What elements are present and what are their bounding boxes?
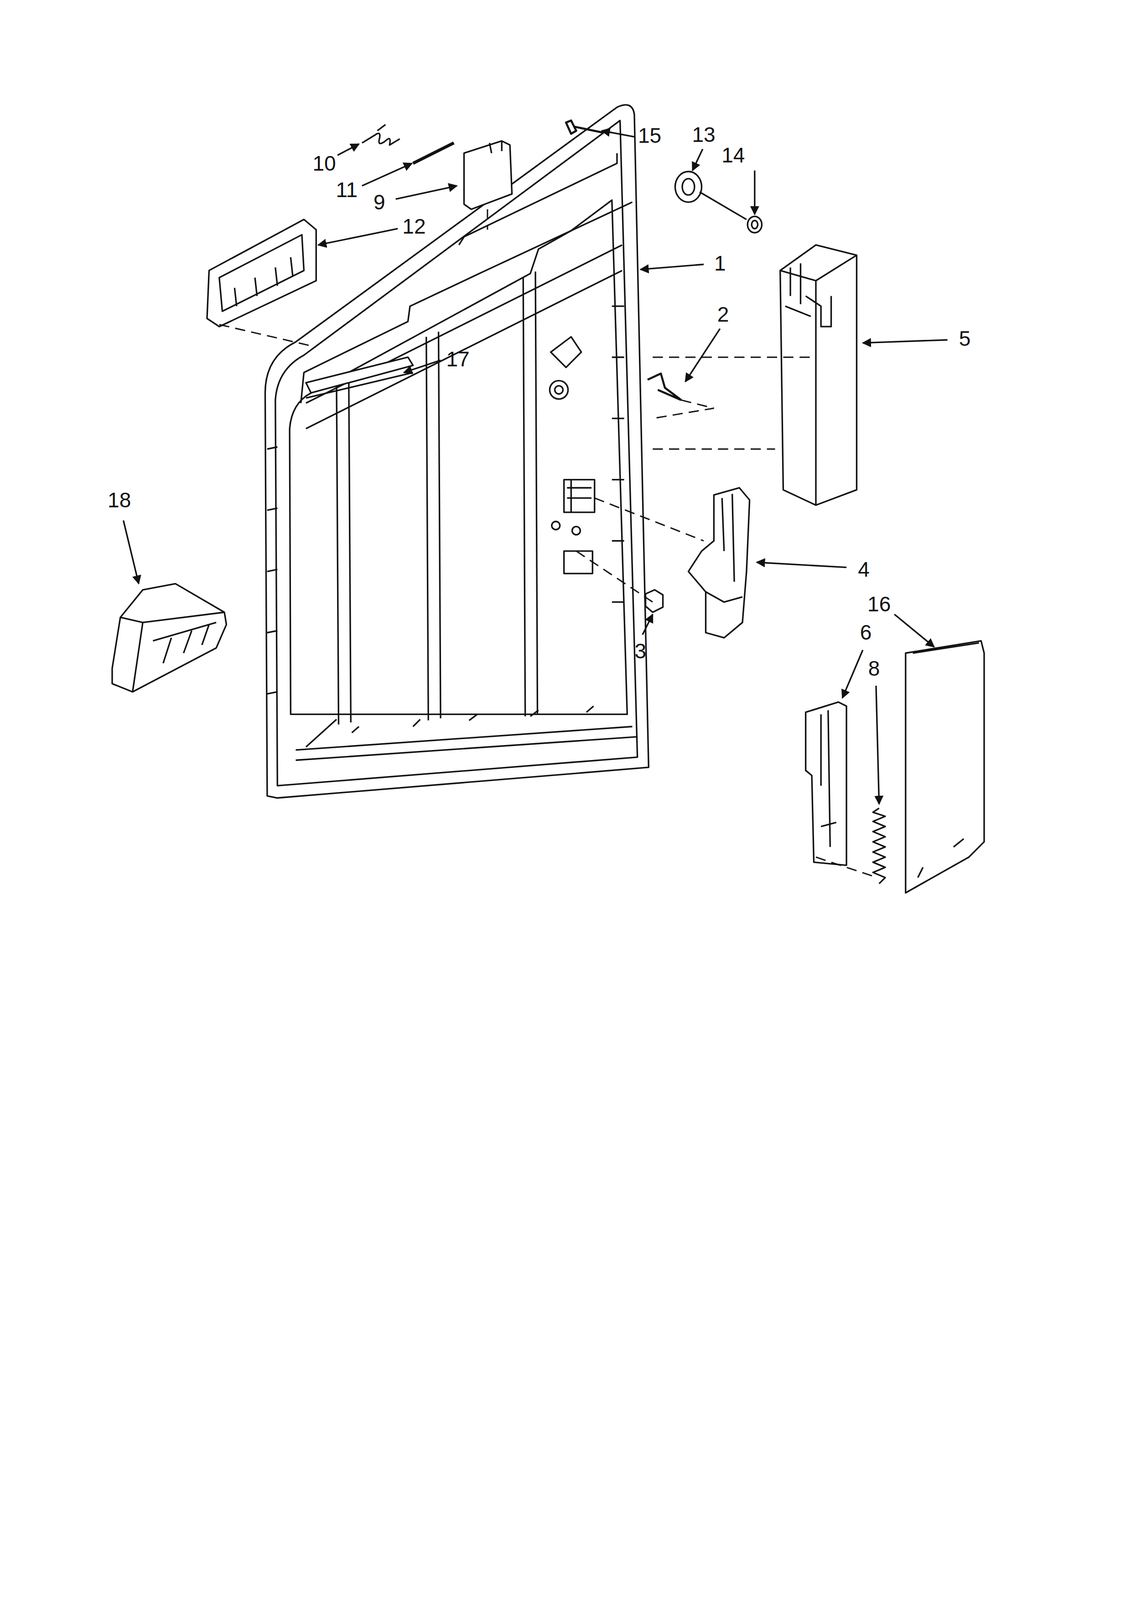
screw-part xyxy=(565,120,604,134)
washer-part xyxy=(747,216,762,233)
latch-part xyxy=(688,487,750,638)
slider-part xyxy=(805,701,847,866)
switch-part xyxy=(780,244,857,505)
callout-number: 15 xyxy=(638,124,662,146)
spring-part xyxy=(872,807,886,883)
callout-number: 1 xyxy=(714,252,727,274)
callout-number: 14 xyxy=(721,144,745,166)
bar-part xyxy=(306,357,414,398)
callout-number: 10 xyxy=(312,152,337,174)
pin-part xyxy=(647,373,682,400)
callout-number: 18 xyxy=(107,489,131,511)
pin-part xyxy=(413,142,454,164)
callout-number: 8 xyxy=(868,657,881,679)
cover-part xyxy=(463,140,512,210)
callout-number: 5 xyxy=(959,327,971,349)
cover-plate-part xyxy=(905,640,985,893)
callout-number: 12 xyxy=(402,215,426,237)
callout-number: 17 xyxy=(446,348,470,370)
handle-part xyxy=(207,219,317,327)
callout-number: 9 xyxy=(373,191,386,213)
guide-part xyxy=(112,583,227,692)
door-panel xyxy=(264,104,649,798)
nut-part xyxy=(645,589,664,613)
callout-number: 3 xyxy=(634,640,647,662)
callout-number: 4 xyxy=(857,558,870,580)
spring-part xyxy=(362,124,400,146)
callout-number: 13 xyxy=(691,124,716,146)
callout-number: 11 xyxy=(335,179,358,201)
knob-part xyxy=(674,171,702,203)
callout-number: 6 xyxy=(860,621,872,643)
callout-number: 16 xyxy=(867,593,891,615)
callout-number: 2 xyxy=(717,303,730,325)
